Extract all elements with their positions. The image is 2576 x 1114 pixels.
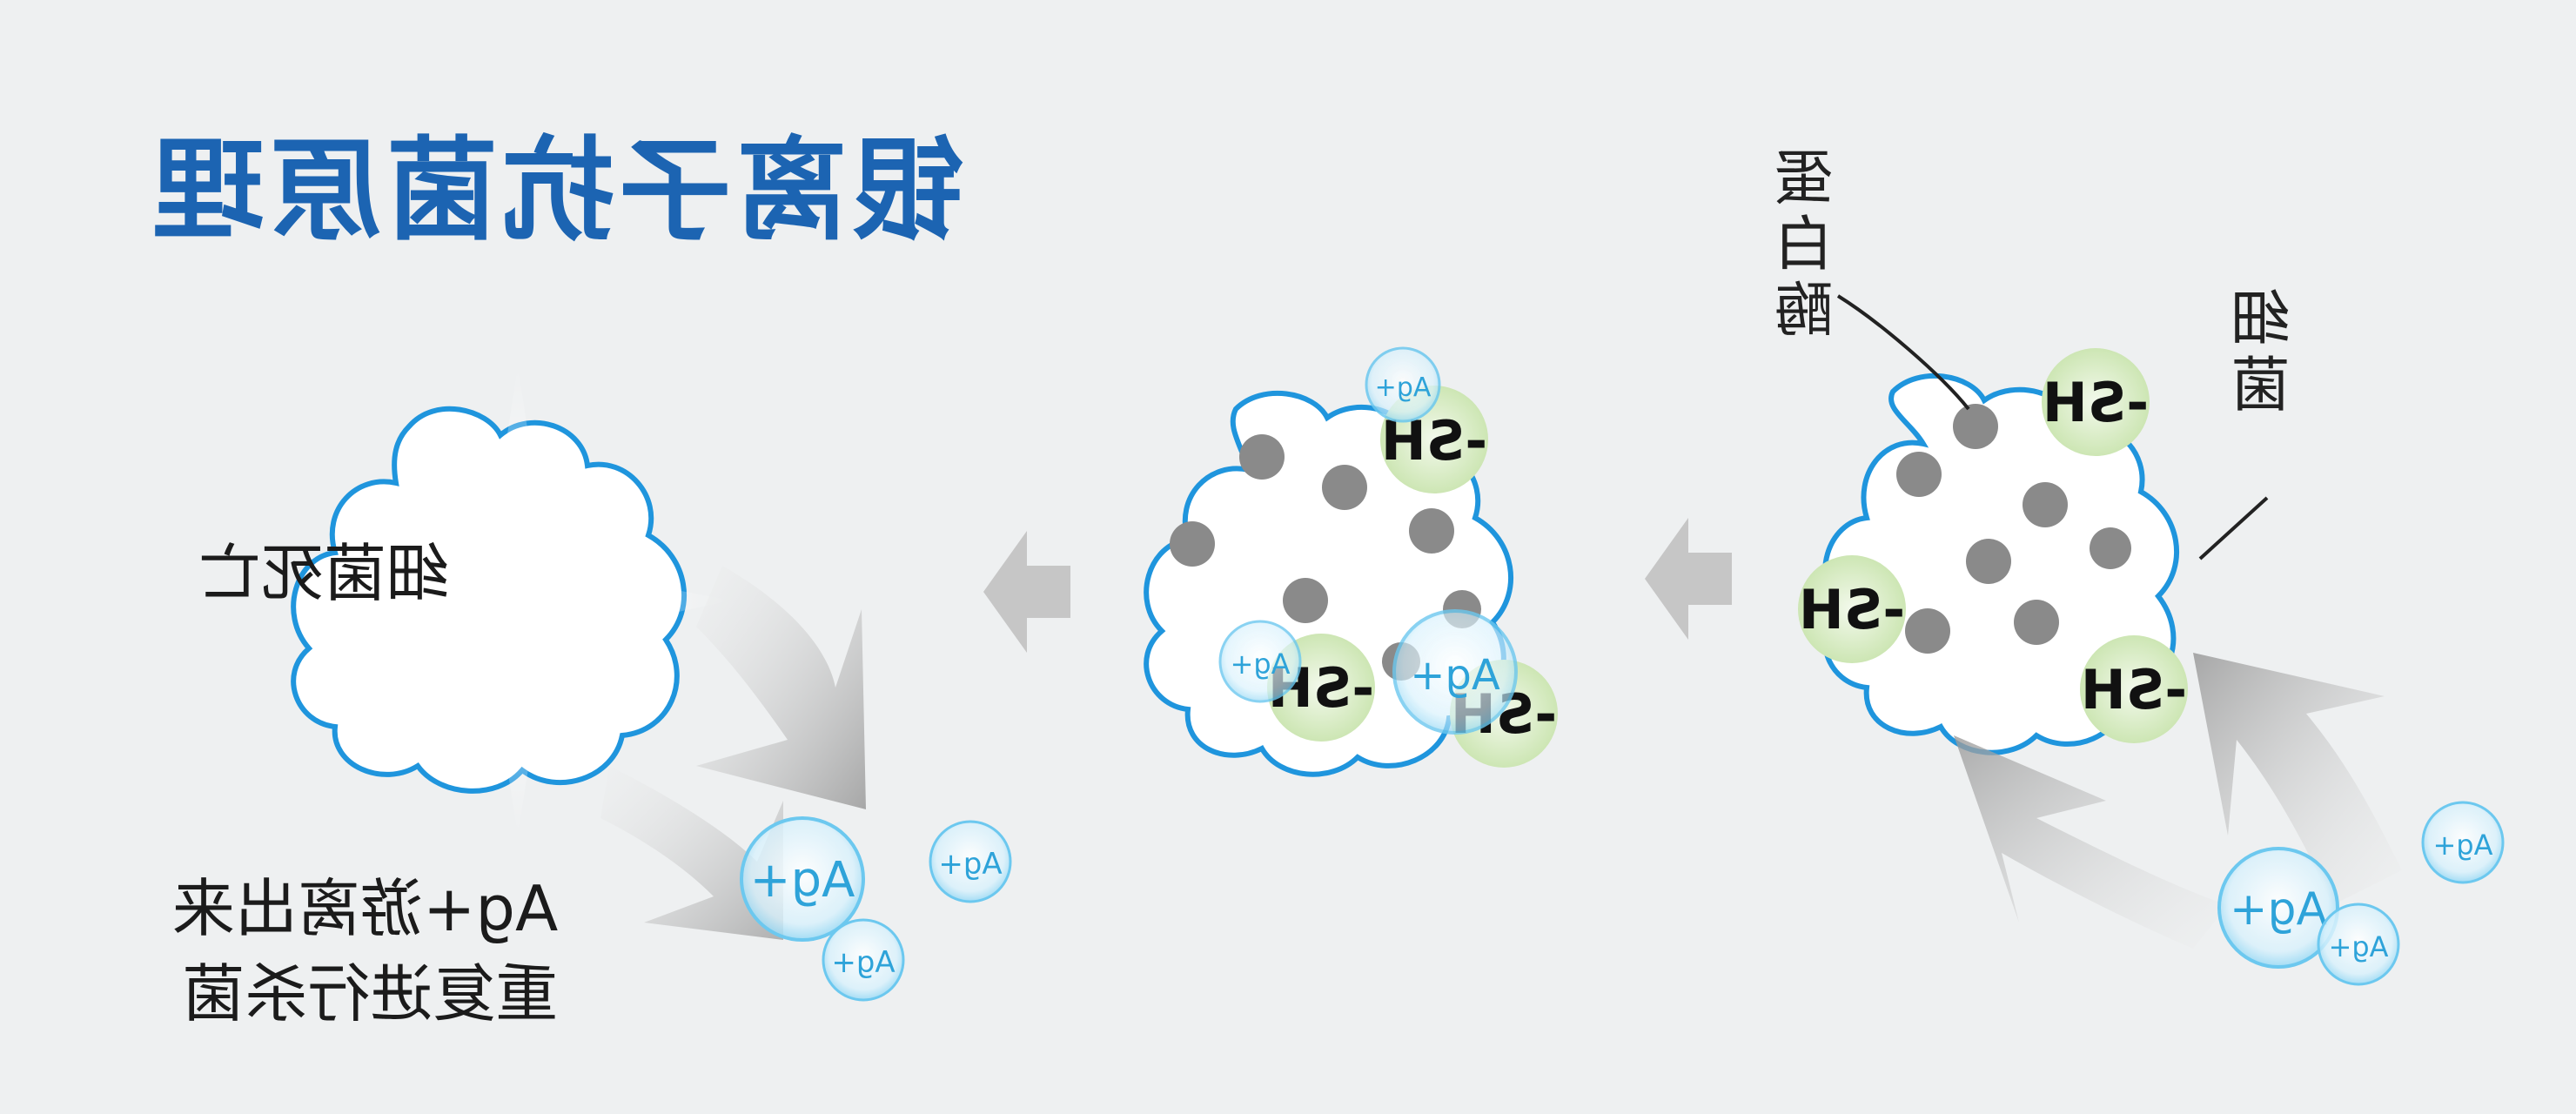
ag-release-line-1: Ag+游离出来 [172, 872, 559, 945]
ag-ion-bubble: Ag+ [2421, 801, 2505, 884]
diagram-title: 银离子抗菌原理 [148, 126, 965, 256]
ag-ion-bubble: Ag+ [2217, 847, 2339, 969]
svg-text:-SH: -SH [2081, 658, 2187, 721]
svg-text:Ag+: Ag+ [1230, 648, 1290, 681]
svg-text:Ag+: Ag+ [2328, 930, 2388, 963]
ag-ion-bubble: Ag+ [740, 816, 865, 942]
approach-arrow-icon [2193, 653, 2402, 905]
ag-ion-bubble: Ag+ [1392, 609, 1518, 735]
ag-release-description: Ag+游离出来 重复进行杀菌 [172, 866, 558, 1037]
svg-text:-SH: -SH [2043, 371, 2149, 434]
release-arrow-icon [696, 566, 866, 809]
step-arrow-left-icon [983, 531, 1070, 653]
bacteria-leader-line [2198, 496, 2269, 560]
ag-ion-bubble: Ag+ [929, 820, 1012, 903]
protein-enzyme-leader-line [1836, 294, 1970, 411]
ag-ion-bubble: Ag+ [1218, 620, 1302, 703]
svg-text:Ag+: Ag+ [831, 945, 895, 980]
bacteria-death-label: 细菌死亡 [198, 537, 450, 610]
ag-ion-bubble: Ag+ [2317, 903, 2400, 986]
svg-text:-SH: -SH [1799, 578, 1905, 641]
sh-group: -SH [1798, 555, 1906, 663]
ag-release-line-2: 重复进行杀菌 [182, 957, 559, 1030]
svg-text:Ag+: Ag+ [1375, 372, 1432, 403]
protein-dot [1896, 404, 2131, 654]
svg-text:Ag+: Ag+ [750, 852, 855, 909]
bacteria-label: 细菌 [2232, 287, 2301, 419]
step-arrow-left-icon [1645, 518, 1732, 640]
svg-text:Ag+: Ag+ [2432, 829, 2492, 862]
release-arrow-icon [600, 766, 783, 940]
sh-group: -SH [2080, 635, 2188, 743]
protein-enzyme-label: 蛋白酶 [1775, 146, 1844, 345]
approach-arrow-icon [1954, 735, 2228, 949]
svg-text:Ag+: Ag+ [2230, 883, 2327, 936]
svg-text:Ag+: Ag+ [938, 847, 1002, 882]
ag-ion-bubble: Ag+ [1365, 346, 1441, 423]
ag-ion-bubble: Ag+ [822, 918, 905, 1002]
svg-text:Ag+: Ag+ [1410, 651, 1500, 700]
sh-group: -SH [2042, 348, 2150, 456]
